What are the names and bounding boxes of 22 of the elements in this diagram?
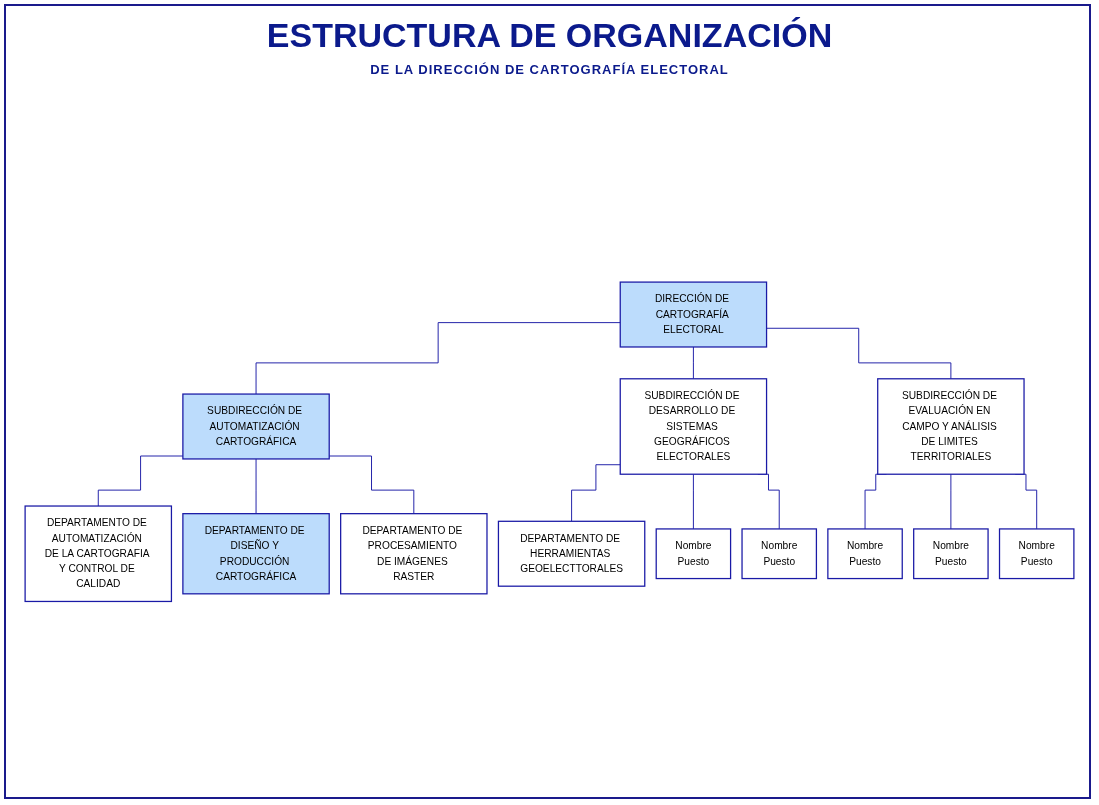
connector xyxy=(692,473,694,530)
node-box: SUBDIRECCIÓN DE EVALUACIÓN EN CAMPO Y ANÁLISIS DE LIMITES TERRITORIALES xyxy=(877,377,1025,475)
node-box: DEPARTAMENTO DE PROCESAMIENTO DE IMÁGENES RASTER xyxy=(340,512,488,595)
node-box: SUBDIRECCIÓN DE DESARROLLO DE SISTEMAS GEOGRÁFICOS ELECTORALES xyxy=(619,377,768,475)
title: ESTRUCTURA DE ORGANIZACIÓN xyxy=(265,16,834,55)
connector xyxy=(571,463,621,522)
node-box: DEPARTAMENTO DE HERRAMIENTAS GEOELECTTORALES xyxy=(497,520,646,587)
connector xyxy=(766,327,952,379)
connector xyxy=(255,321,621,395)
subtitle: DE LA DIRECCIÓN DE CARTOGRAFÍA ELECTORAL xyxy=(370,62,729,77)
node-box: Nombre Puesto xyxy=(913,528,989,579)
node-box: Nombre Puesto xyxy=(827,528,903,579)
connector xyxy=(692,346,694,379)
node-box: Nombre Puesto xyxy=(741,528,818,579)
node-box: Nombre Puesto xyxy=(998,528,1075,579)
connector xyxy=(950,473,952,530)
node-box: SUBDIRECCIÓN DE AUTOMATIZACIÓN CARTOGRÁFICA xyxy=(182,393,330,460)
connector xyxy=(255,458,257,514)
node-box: Nombre Puesto xyxy=(655,528,732,579)
node-box: DIRECCIÓN DE CARTOGRAFÍA ELECTORAL xyxy=(619,281,768,348)
node-box: DEPARTAMENTO DE AUTOMATIZACIÓN DE LA CARTOGRAFIA Y CONTROL DE CALIDAD xyxy=(24,505,173,602)
node-box: DEPARTAMENTO DE DISEÑO Y PRODUCCIÓN CARTOGRÁFICA xyxy=(182,512,330,595)
